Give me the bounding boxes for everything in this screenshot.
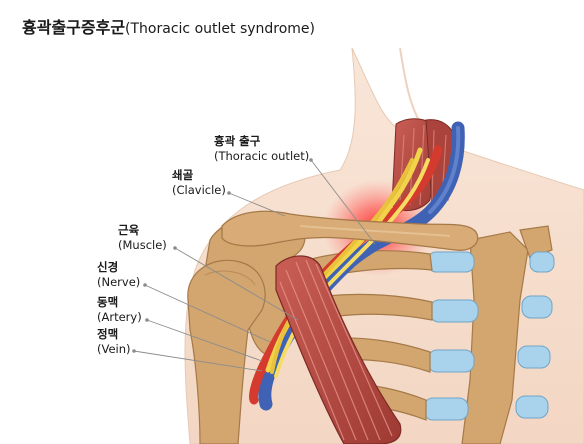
label-nerve-ko: 신경 [97, 260, 119, 274]
label-artery-ko: 동맥 [97, 295, 119, 309]
costal-cartilages [423, 251, 555, 421]
leader-lines [132, 158, 376, 372]
label-nerve: 신경 (Nerve) [97, 260, 140, 290]
label-clavicle-en: (Clavicle) [172, 183, 226, 197]
label-vein: 정맥 (Vein) [97, 327, 131, 357]
pectoralis-minor-muscle [275, 255, 402, 444]
label-thoracic-outlet-en: (Thoracic outlet) [214, 149, 310, 163]
title-korean: 흉곽출구증후군 [22, 18, 126, 37]
clavicle-bone [221, 210, 479, 251]
label-vein-en: (Vein) [97, 342, 131, 356]
sternum [461, 231, 529, 444]
title-english: (Thoracic outlet syndrome) [125, 21, 316, 37]
page-title: 흉곽출구증후군(Thoracic outlet syndrome) [22, 14, 315, 38]
humerus [187, 259, 266, 444]
label-vein-ko: 정맥 [97, 327, 119, 341]
label-artery-en: (Artery) [97, 310, 142, 324]
label-clavicle-ko: 쇄골 [172, 168, 194, 182]
label-clavicle: 쇄골 (Clavicle) [172, 168, 226, 198]
label-artery: 동맥 (Artery) [97, 295, 142, 325]
label-muscle-ko: 근육 [118, 223, 140, 237]
label-thoracic-outlet-ko: 흉곽 출구 [214, 134, 261, 148]
label-thoracic-outlet: 흉곽 출구 (Thoracic outlet) [214, 134, 309, 164]
label-muscle-en: (Muscle) [118, 238, 167, 252]
label-nerve-en: (Nerve) [97, 275, 141, 289]
label-muscle: 근육 (Muscle) [118, 223, 167, 253]
